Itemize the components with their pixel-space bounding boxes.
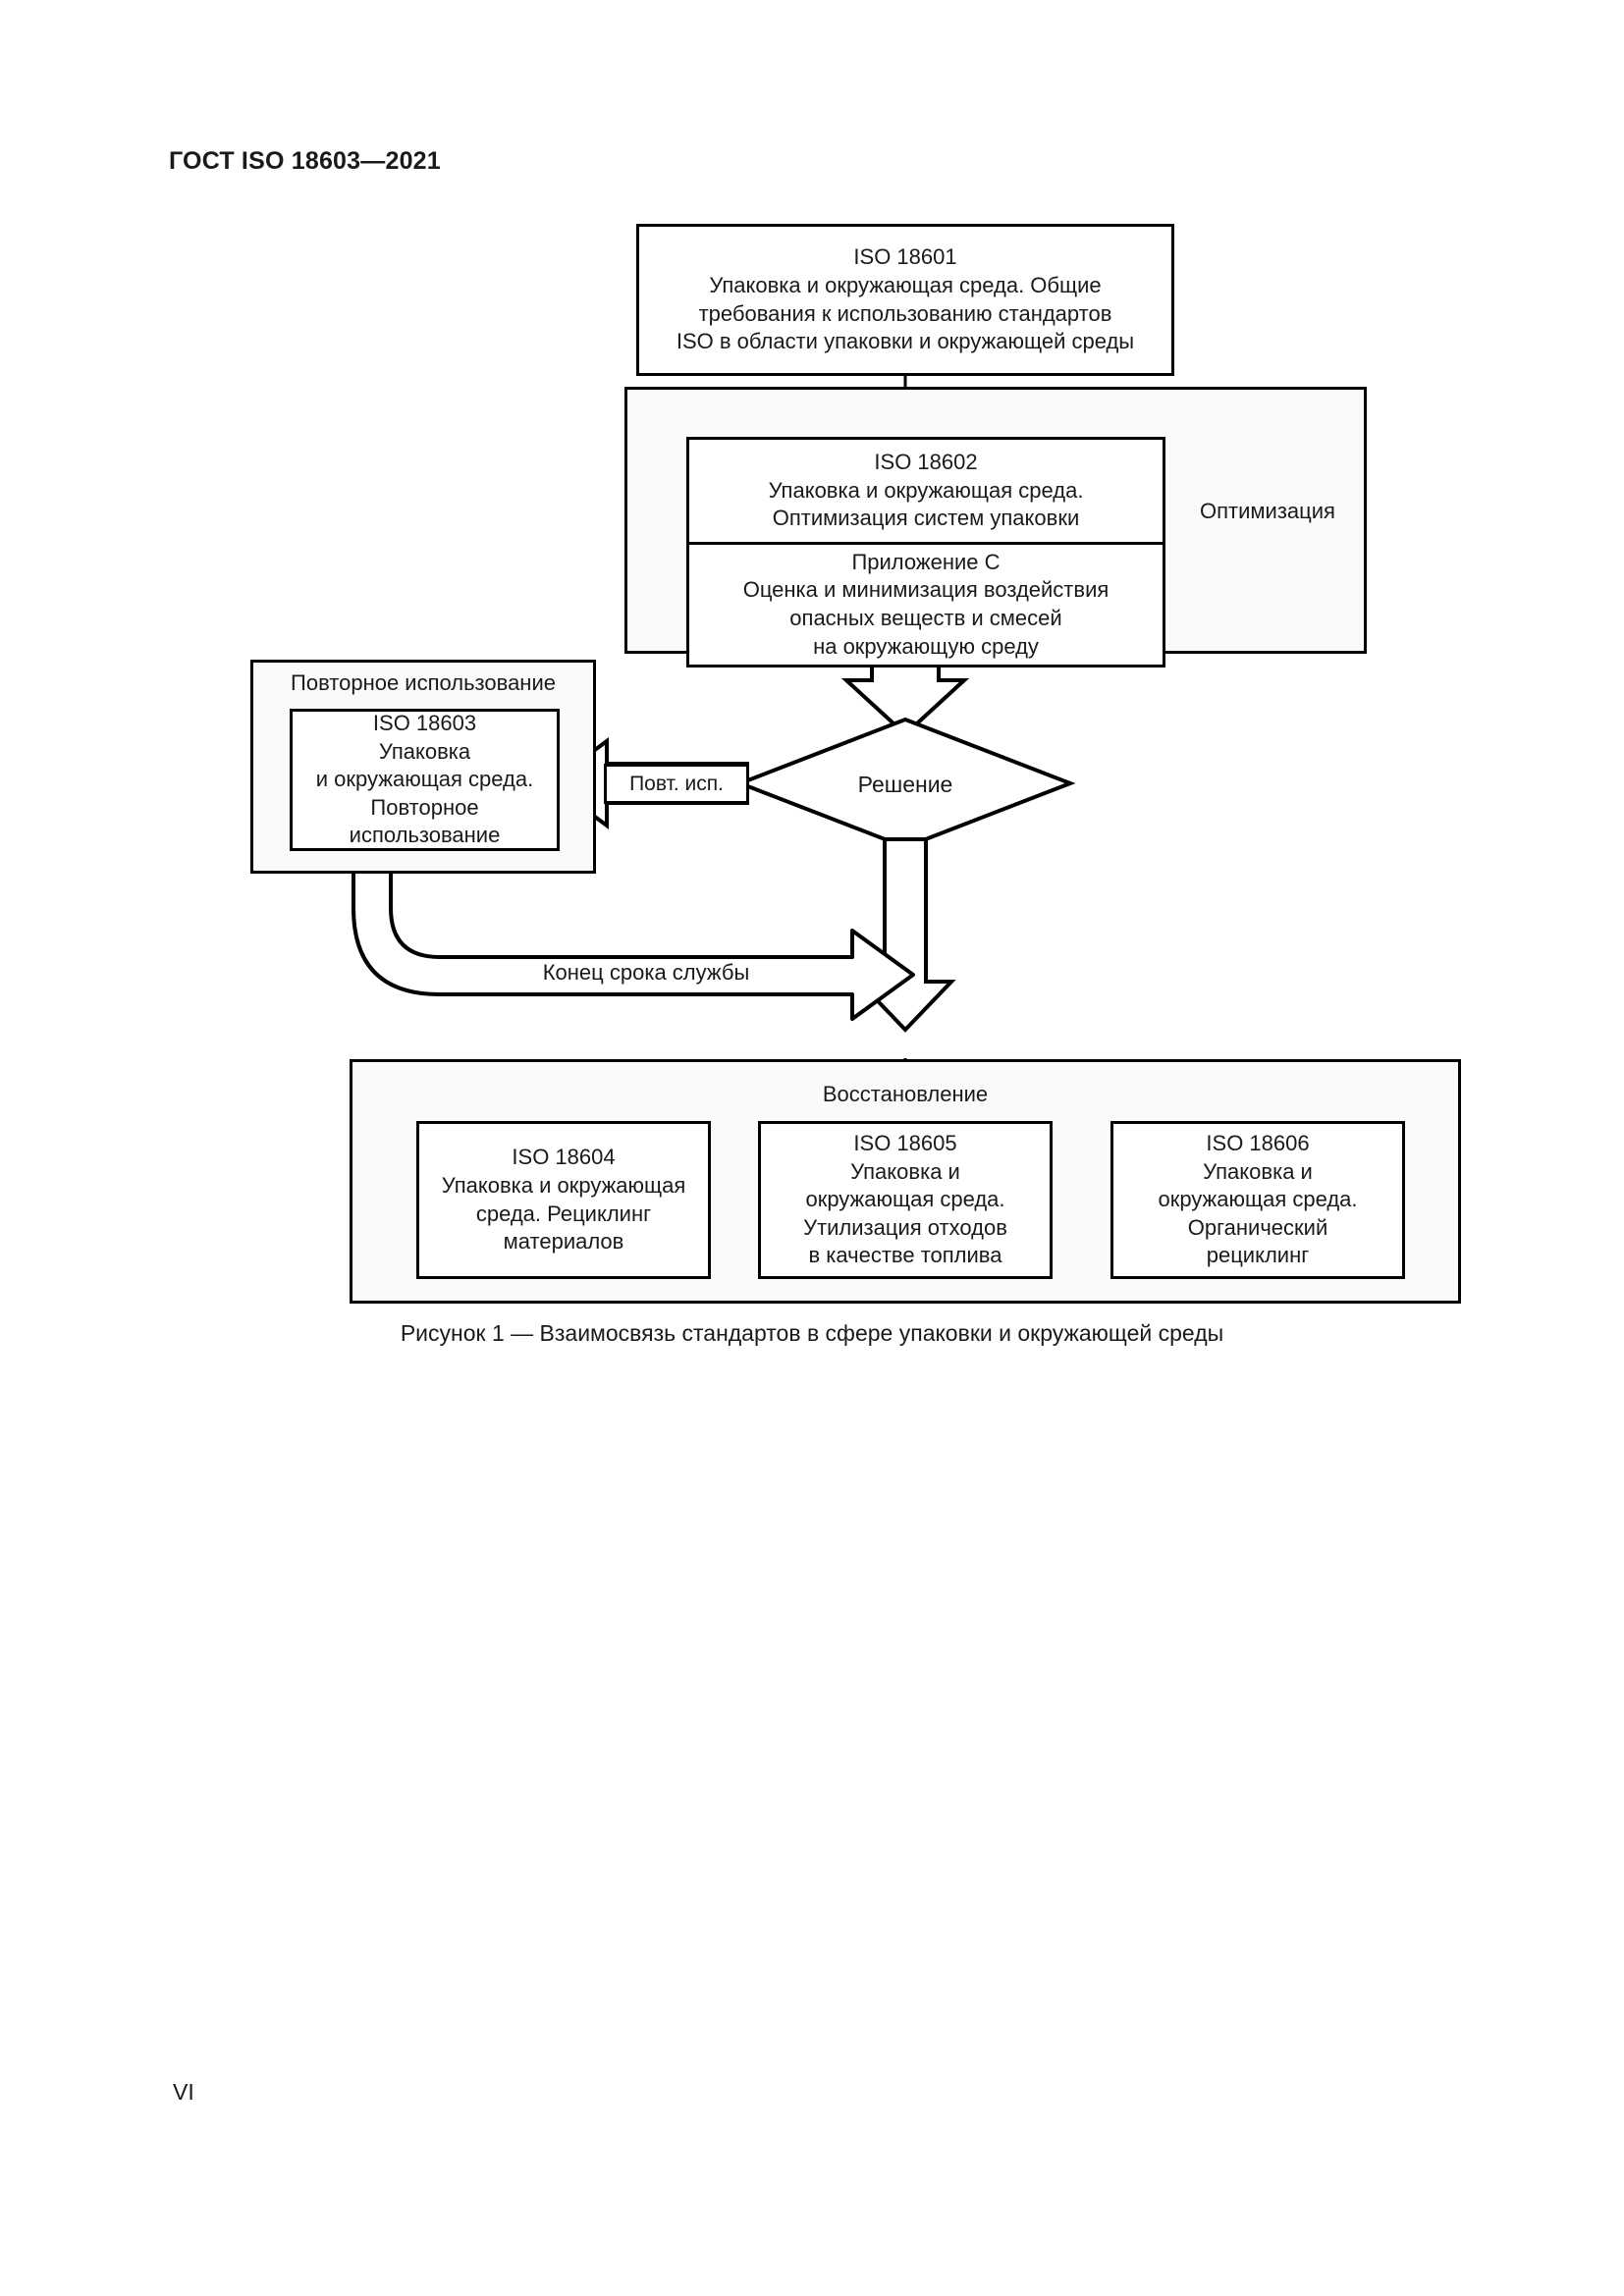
- node-annex-c-line1: Оценка и минимизация воздействия: [742, 577, 1110, 603]
- node-iso-18602[interactable]: ISO 18602 Упаковка и окружающая среда. О…: [686, 437, 1165, 545]
- page-number: VI: [173, 2079, 194, 2105]
- node-iso-18605[interactable]: ISO 18605 Упаковка и окружающая среда. У…: [758, 1121, 1053, 1279]
- figure-caption: Рисунок 1 — Взаимосвязь стандартов в сфе…: [400, 1320, 1224, 1346]
- node-annex-c-line2: опасных веществ и смесей: [789, 606, 1062, 630]
- node-iso-18606-code: ISO 18606: [1206, 1131, 1310, 1156]
- group-recovery-label: Восстановление: [822, 1082, 989, 1106]
- node-iso-18605-line2: окружающая среда.: [805, 1187, 1005, 1212]
- node-annex-c-code: Приложение С: [851, 549, 1001, 574]
- node-iso-18606-line4: рециклинг: [1206, 1243, 1310, 1268]
- node-iso-18603-line2: и окружающая среда.: [315, 767, 534, 792]
- node-iso-18604-line2: среда. Рециклинг: [475, 1201, 652, 1226]
- node-iso-18602-line1: Упаковка и окружающая среда.: [768, 477, 1084, 503]
- decision-label: Решение: [857, 772, 953, 797]
- block-arrow-decision-to-recovery: [854, 837, 956, 1033]
- node-iso-18603-line4: использование: [349, 823, 501, 848]
- node-iso-18604-line3: материалов: [503, 1229, 624, 1255]
- node-iso-18601-line2: требования к использованию стандартов: [698, 300, 1112, 326]
- node-iso-18601-line1: Упаковка и окружающая среда. Общие: [709, 272, 1102, 297]
- node-iso-18606-line1: Упаковка и: [1203, 1158, 1313, 1184]
- node-iso-18606-line3: Органический: [1187, 1214, 1328, 1240]
- group-optimization-label: Оптимизация: [1200, 499, 1335, 523]
- edge-label-end-of-life: Конец срока службы: [542, 960, 750, 985]
- node-iso-18601[interactable]: ISO 18601 Упаковка и окружающая среда. О…: [636, 224, 1174, 376]
- node-iso-18604-line1: Упаковка и окружающая: [441, 1172, 686, 1198]
- node-iso-18601-code: ISO 18601: [853, 244, 957, 270]
- document-header: ГОСТ ISO 18603—2021: [169, 147, 441, 175]
- node-iso-18605-line4: в качестве топлива: [808, 1243, 1002, 1268]
- node-iso-18604-code: ISO 18604: [512, 1145, 616, 1170]
- node-annex-c-line3: на окружающую среду: [813, 633, 1039, 659]
- group-reuse-label: Повторное использование: [291, 670, 556, 695]
- node-iso-18603-line1: Упаковка: [378, 738, 471, 764]
- node-iso-18603[interactable]: ISO 18603 Упаковка и окружающая среда. П…: [290, 709, 560, 851]
- node-iso-18605-line1: Упаковка и: [850, 1158, 960, 1184]
- node-iso-18606-line2: окружающая среда.: [1158, 1187, 1358, 1212]
- node-iso-18601-line3: ISO в области упаковки и окружающей сред…: [676, 329, 1135, 354]
- node-iso-18605-line3: Утилизация отходов: [803, 1214, 1007, 1240]
- edge-label-reuse-branch: Повт. исп.: [604, 764, 749, 804]
- block-arrow-end-of-life: [352, 862, 915, 1021]
- node-iso-18605-code: ISO 18605: [853, 1131, 957, 1156]
- node-iso-18604[interactable]: ISO 18604 Упаковка и окружающая среда. Р…: [416, 1121, 711, 1279]
- node-iso-18602-code: ISO 18602: [874, 450, 978, 475]
- node-iso-18606[interactable]: ISO 18606 Упаковка и окружающая среда. О…: [1110, 1121, 1405, 1279]
- node-iso-18603-line3: Повторное: [370, 794, 479, 820]
- node-iso-18602-line2: Оптимизация систем упаковки: [772, 506, 1080, 531]
- node-iso-18603-code: ISO 18603: [372, 711, 477, 736]
- node-annex-c[interactable]: Приложение С Оценка и минимизация воздей…: [686, 542, 1165, 667]
